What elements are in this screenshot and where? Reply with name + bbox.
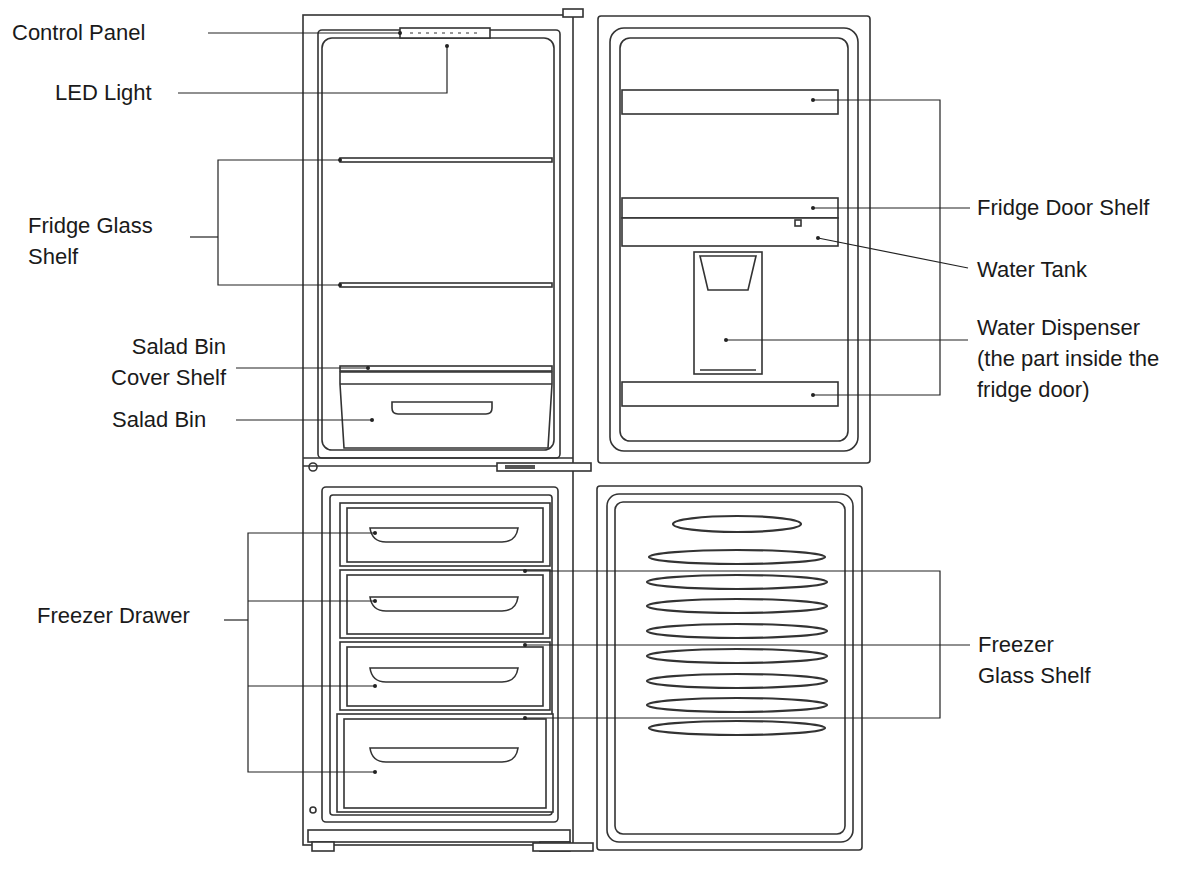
leader-lines bbox=[178, 33, 970, 772]
part-label: Salad Bin bbox=[112, 404, 232, 435]
part-label: Fridge Glass Shelf bbox=[28, 210, 178, 272]
part-label: LED Light bbox=[55, 77, 175, 108]
part-label: Water Dispenser (the part inside the fri… bbox=[977, 312, 1177, 405]
part-label: Freezer Glass Shelf bbox=[978, 629, 1103, 691]
part-label: Salad Bin Cover Shelf bbox=[96, 331, 226, 393]
part-label: Freezer Drawer bbox=[37, 600, 222, 631]
part-label: Fridge Door Shelf bbox=[977, 192, 1187, 223]
part-label: Water Tank bbox=[977, 254, 1177, 285]
part-label: Control Panel bbox=[12, 17, 202, 48]
